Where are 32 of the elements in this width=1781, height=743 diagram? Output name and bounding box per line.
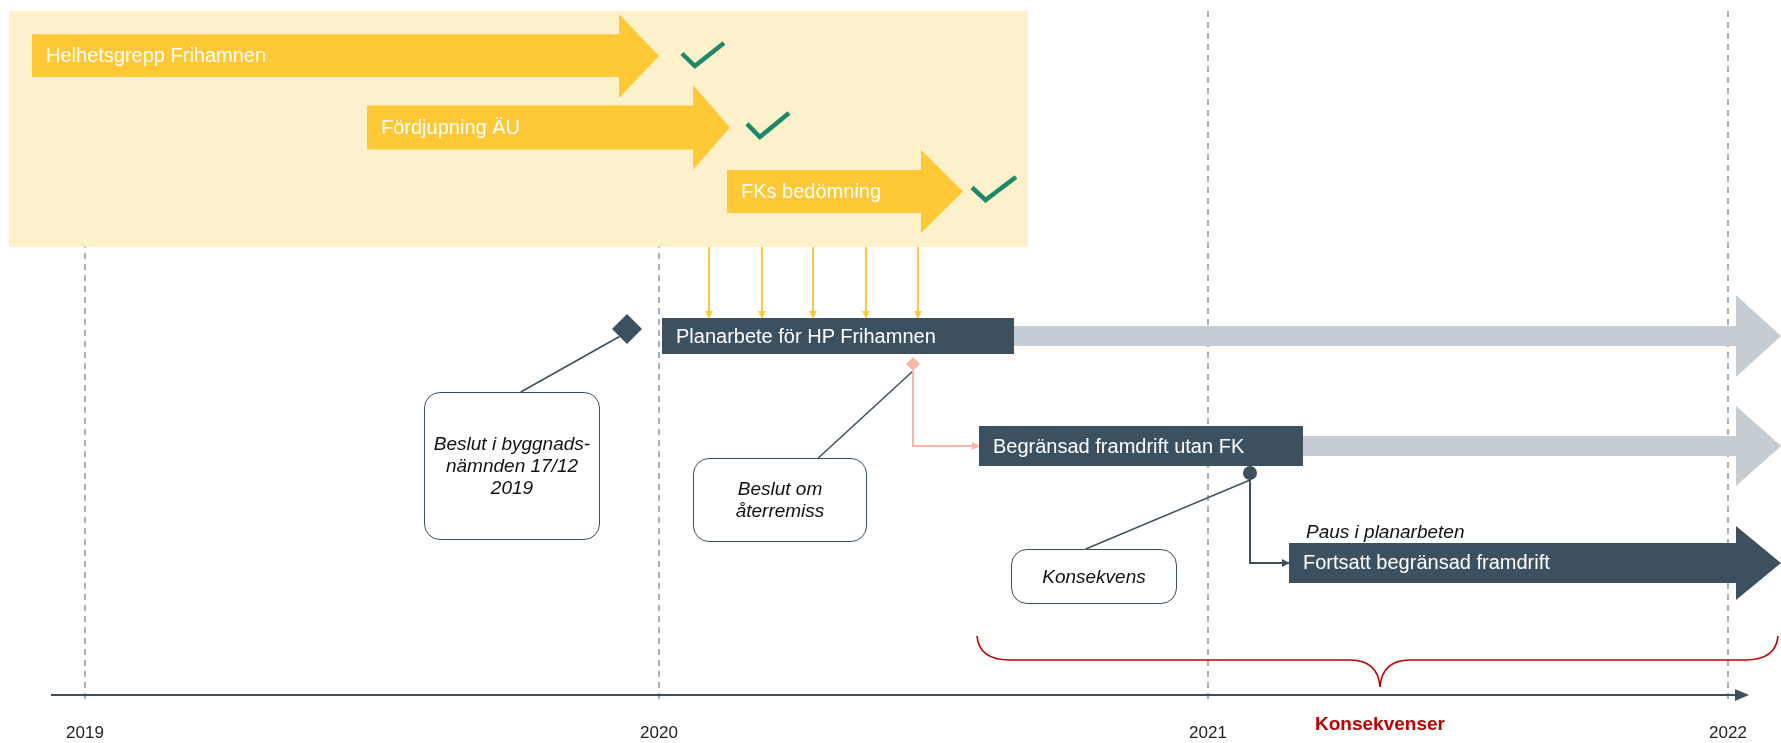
milestone-diamond [906, 357, 920, 371]
phase-banner [32, 14, 659, 98]
arrow [1249, 479, 1290, 567]
note-text: Paus i planarbeten [1306, 521, 1465, 543]
axis-label: 2022 [1709, 723, 1747, 743]
timeline-arrow [1014, 295, 1781, 377]
axis-label: 2020 [640, 723, 678, 743]
highlight-band [9, 11, 1028, 247]
arrow [912, 370, 980, 450]
axis-label: 2021 [1189, 723, 1227, 743]
bracket-label: Konsekvenser [1315, 713, 1445, 735]
arrow [862, 246, 870, 319]
milestone-diamond [612, 314, 642, 344]
task-bar: Begränsad framdrift utan FK [979, 426, 1303, 466]
speech-callout: Beslut om återremiss [693, 458, 867, 542]
arrow [914, 246, 922, 319]
arrow-label: FKs bedömning [741, 179, 882, 203]
arrow-label: Helhetsgrepp Frihamnen [46, 44, 267, 67]
timeline-arrow [1303, 406, 1781, 486]
milestone-dot [1243, 466, 1257, 480]
task-bar: Planarbete för HP Frihamnen [662, 318, 1014, 354]
arrow-label: Fördjupning ÄU [381, 115, 520, 139]
speech-callout: Konsekvens [1011, 549, 1177, 604]
speech-callout: Beslut i byggnads- nämnden 17/12 2019 [424, 392, 600, 540]
arrow [809, 246, 817, 319]
phase-banner [1289, 526, 1781, 600]
phase-banner [367, 85, 730, 170]
axis-label: 2019 [66, 723, 104, 743]
phase-banner [727, 150, 963, 233]
arrow-label: Fortsatt begränsad framdrift [1303, 551, 1550, 574]
arrow [705, 246, 713, 319]
arrow [758, 246, 766, 319]
